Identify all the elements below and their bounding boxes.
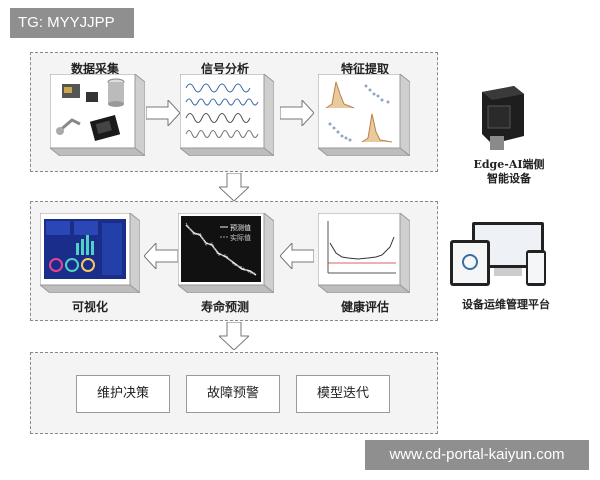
dashboard-screen-icon: [44, 219, 126, 279]
maintenance-decision-box: 维护决策: [76, 375, 170, 413]
waveform-icon: [185, 83, 259, 138]
health-curve-chart: [327, 221, 396, 274]
data-collection-panel: [50, 74, 145, 156]
edge-device-label-1: Edge-AI端侧: [473, 158, 545, 171]
edge-ai-device-icon: [482, 86, 524, 150]
sensor-device-icon: [56, 78, 125, 142]
life-prediction-label: 寿命预测: [200, 300, 249, 314]
health-assessment-panel: [318, 213, 410, 293]
platform-devices-icon: [450, 222, 546, 286]
arrow-left-1: [144, 243, 178, 269]
life-prediction-panel: 预测值 实际值: [178, 213, 274, 293]
arrow-down-1: [219, 173, 249, 201]
arrow-right-2: [280, 100, 314, 126]
signal-analysis-panel: [180, 74, 274, 156]
feature-extraction-label: 特征提取: [340, 62, 389, 76]
arrow-down-2: [219, 322, 249, 350]
distribution-plot-icon: [325, 81, 393, 143]
visualization-label: 可视化: [71, 300, 108, 314]
url-watermark: www.cd-portal-kaiyun.com: [365, 440, 589, 470]
tg-watermark: TG: MYYJJPP: [10, 8, 134, 38]
arrow-left-2: [280, 243, 314, 269]
legend-predicted: 预测值: [230, 223, 251, 232]
signal-analysis-label: 信号分析: [200, 62, 249, 76]
model-iteration-box: 模型迭代: [296, 375, 390, 413]
arrow-right-1: [146, 100, 180, 126]
life-prediction-chart: 预测值 实际值: [181, 216, 261, 282]
visualization-panel: [40, 213, 140, 293]
fault-warning-box: 故障预警: [186, 375, 280, 413]
legend-actual: 实际值: [230, 233, 251, 242]
feature-extraction-panel: [318, 74, 410, 156]
platform-label: 设备运维管理平台: [462, 298, 550, 311]
edge-device-label-2: 智能设备: [487, 172, 531, 185]
data-collection-label: 数据采集: [70, 62, 119, 76]
health-assessment-label: 健康评估: [340, 300, 389, 314]
